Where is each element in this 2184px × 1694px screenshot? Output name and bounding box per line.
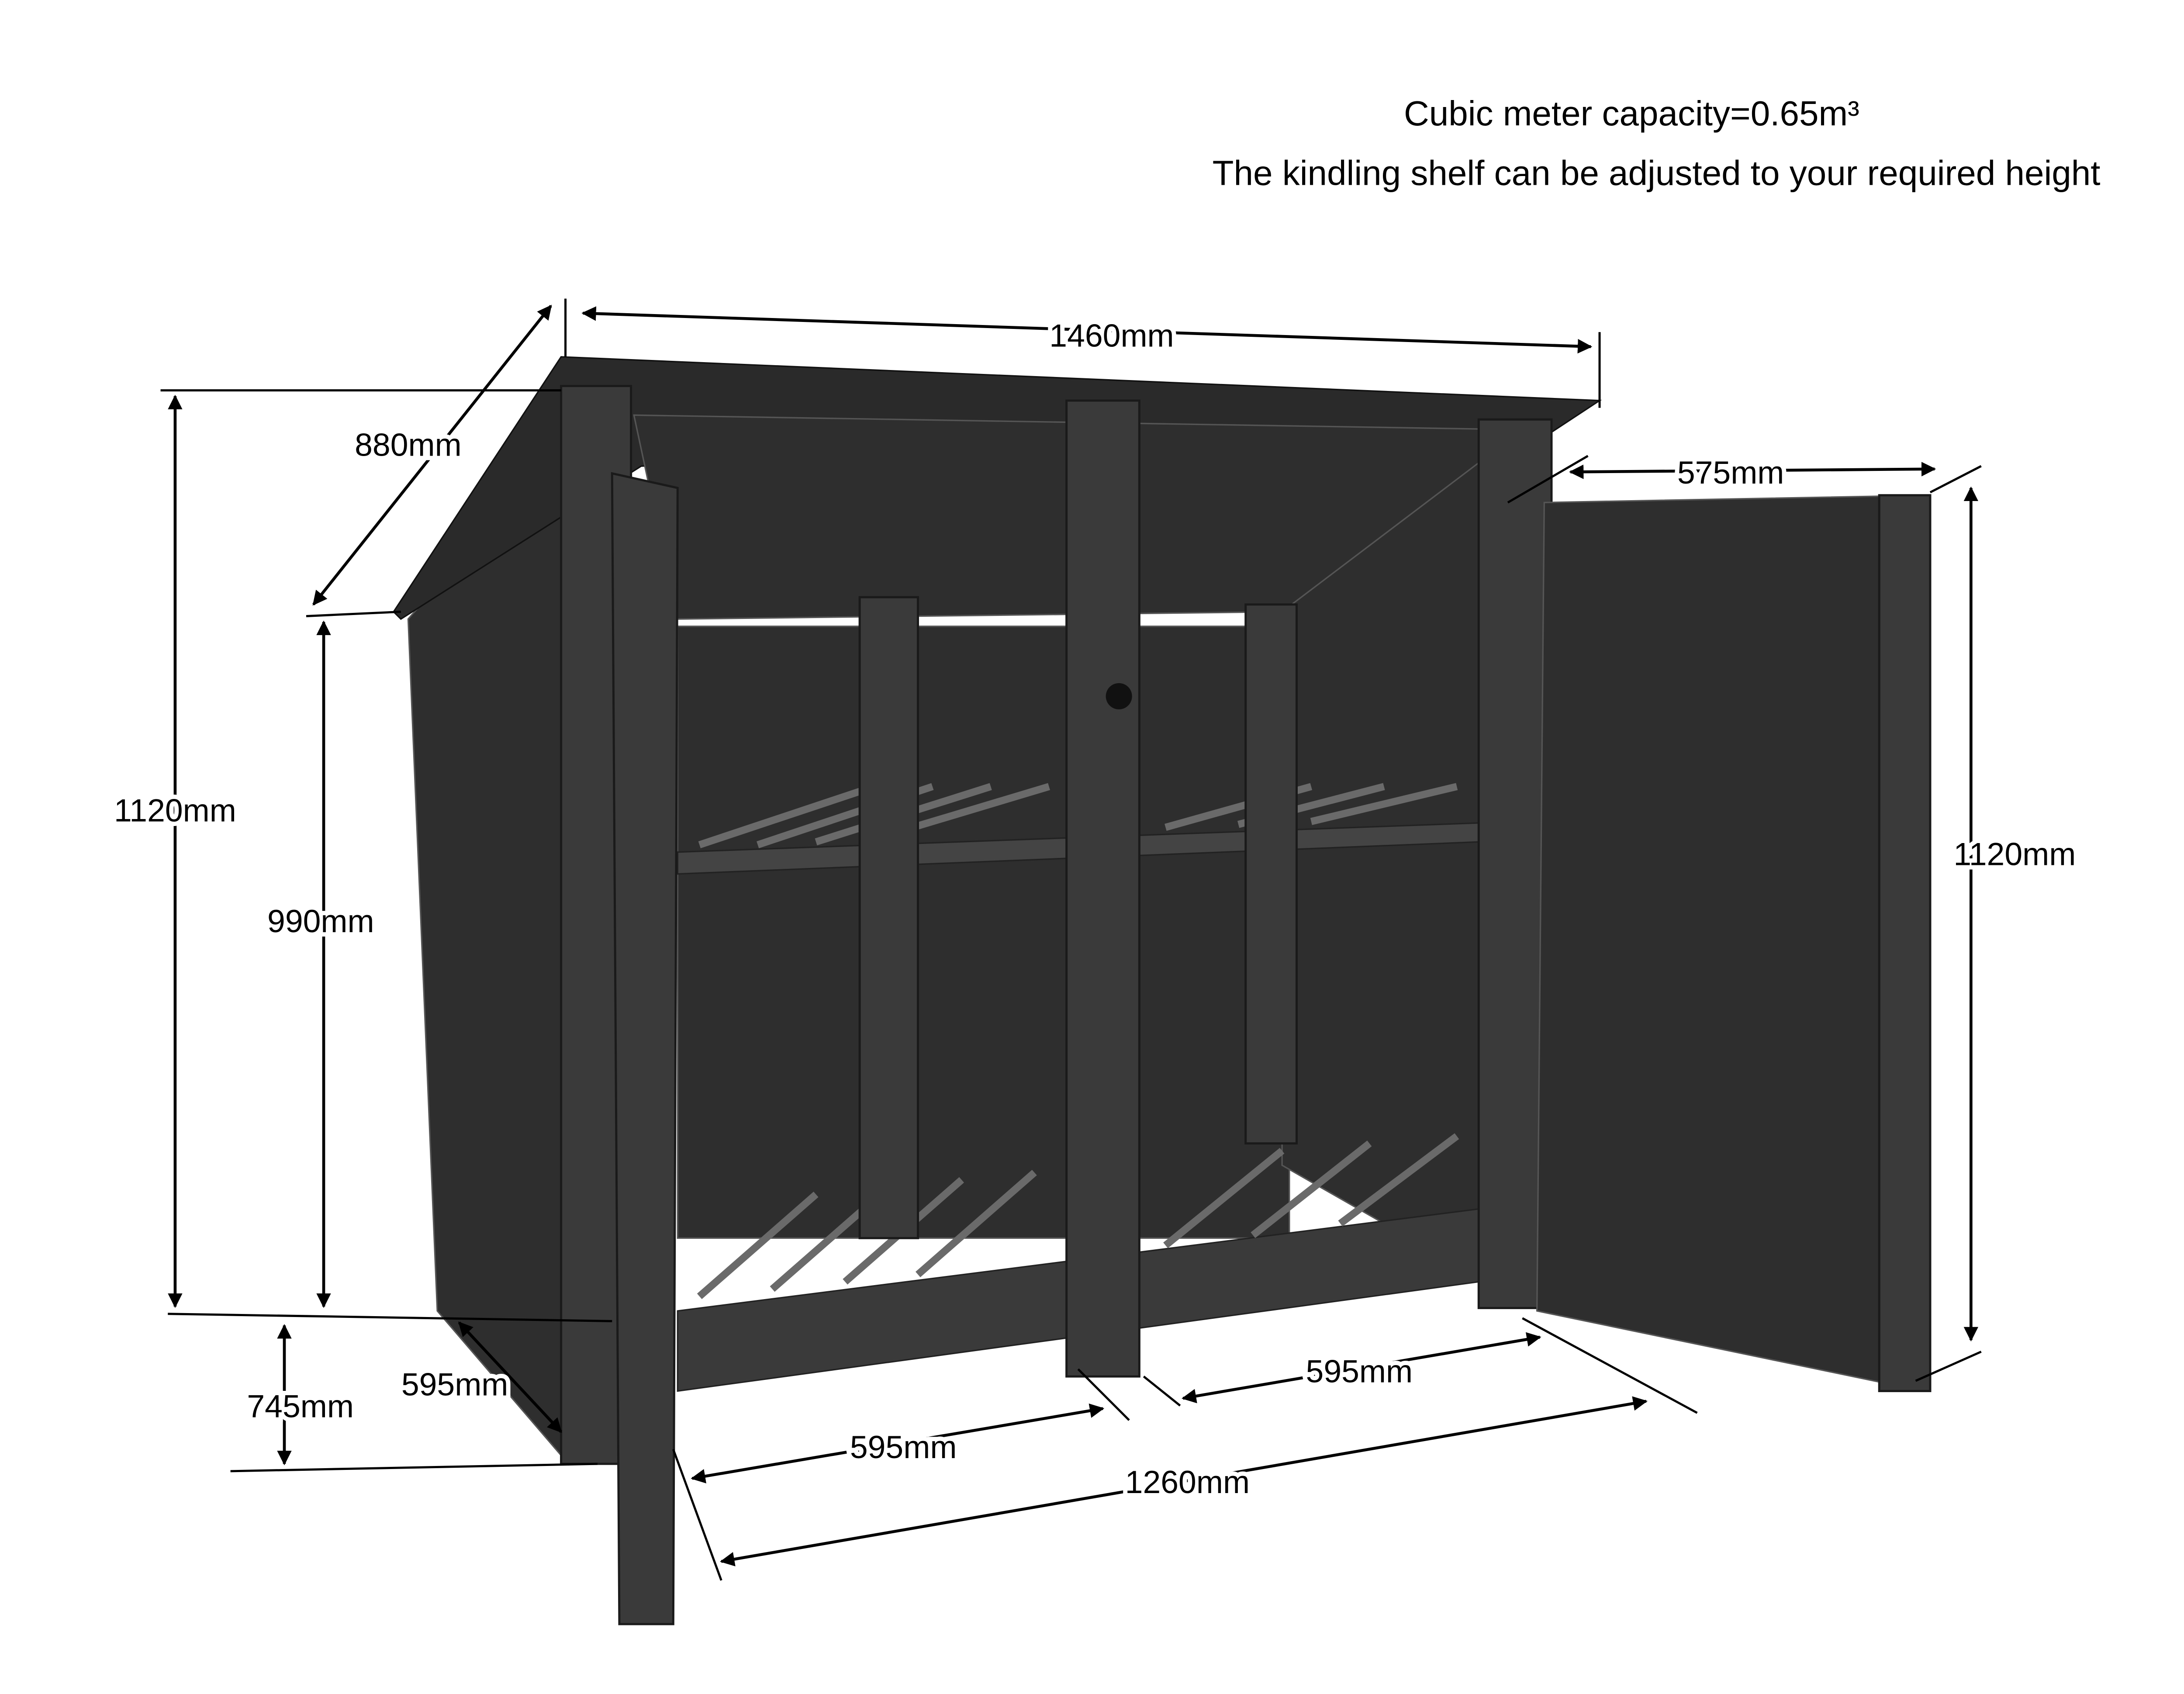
left-door — [611, 472, 679, 1625]
shed-illustration — [392, 356, 1932, 1625]
back-right-post — [1244, 603, 1298, 1145]
back-left-post — [858, 596, 919, 1239]
dim-bay-left-width: 595mm — [850, 1429, 957, 1465]
dim-base-width: 1260mm — [1125, 1464, 1250, 1500]
dim-top-width: 1460mm — [1049, 318, 1174, 354]
dim-base-height: 745mm — [247, 1388, 354, 1424]
dim-door-width: 575mm — [1677, 455, 1784, 491]
right-door — [1536, 494, 1931, 1392]
back-wall — [677, 626, 1290, 1239]
center-post — [1065, 399, 1140, 1378]
capacity-text: Cubic meter capacity=0.65m³ — [1404, 94, 1859, 133]
dim-door-height: 1120mm — [1953, 837, 2076, 872]
dim-front-height: 990mm — [267, 903, 374, 939]
dim-side-depth: 595mm — [401, 1366, 508, 1402]
dim-roof-depth: 880mm — [355, 427, 462, 463]
dim-bay-right-width: 595mm — [1306, 1353, 1413, 1389]
dim-total-height-left: 1120mm — [114, 793, 236, 829]
door-knob — [1106, 683, 1132, 709]
shelf-note-text: The kindling shelf can be adjusted to yo… — [1213, 153, 2101, 192]
dimension-lines — [160, 298, 1982, 1581]
right-door-edge — [1878, 494, 1932, 1392]
